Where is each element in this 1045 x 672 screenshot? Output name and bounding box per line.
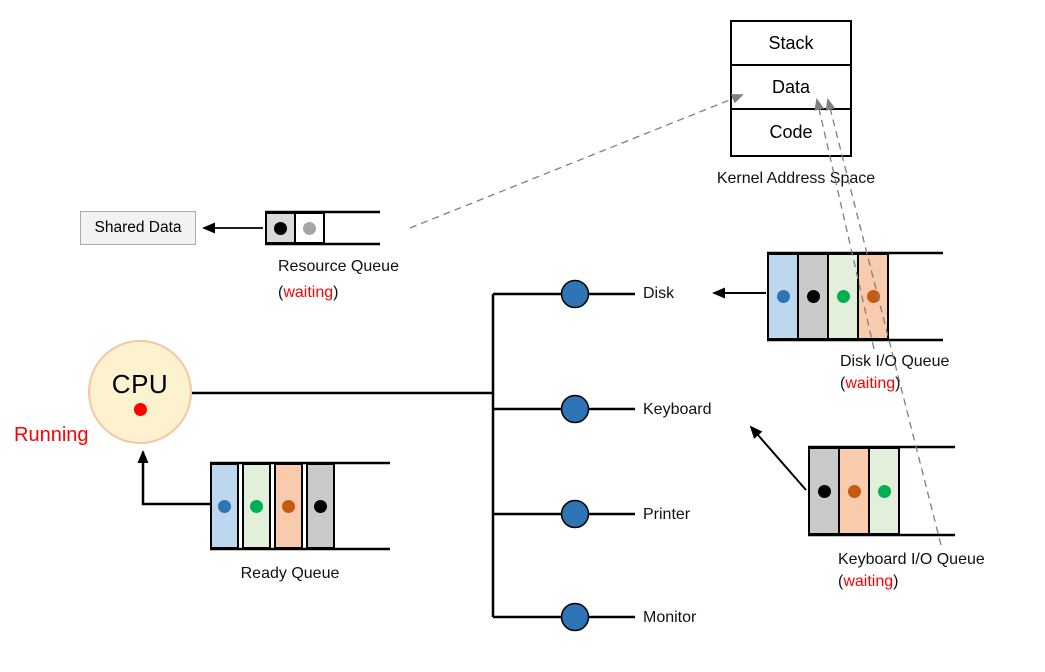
kernel-segment-data: Data bbox=[732, 66, 850, 110]
process-dot bbox=[817, 484, 831, 498]
running-process-dot bbox=[133, 402, 147, 416]
process-dot bbox=[303, 221, 316, 235]
kernel-address-space-label: Kernel Address Space bbox=[716, 170, 876, 187]
device-label-monitor: Monitor bbox=[643, 609, 697, 626]
queue-cell bbox=[857, 253, 889, 340]
queue-cell bbox=[306, 463, 335, 549]
paren-close: ) bbox=[893, 573, 899, 590]
ready-queue-label: Ready Queue bbox=[240, 565, 340, 582]
cpu-label: CPU bbox=[111, 368, 169, 399]
device-label-keyboard: Keyboard bbox=[643, 401, 712, 418]
waiting-text: waiting bbox=[843, 573, 894, 590]
process-dot bbox=[847, 484, 861, 498]
resource-queue-state: (waiting) bbox=[278, 282, 338, 303]
queue-cell bbox=[265, 212, 296, 244]
queue-cell bbox=[838, 447, 870, 535]
queue-cell bbox=[210, 463, 239, 549]
process-dot bbox=[274, 221, 287, 235]
ready-queue bbox=[210, 463, 335, 549]
keyboard-device-node bbox=[560, 394, 590, 424]
queue-cell bbox=[242, 463, 271, 549]
kernel-segment-stack: Stack bbox=[732, 22, 850, 66]
keyboard-io-queue-state: (waiting) bbox=[838, 571, 898, 592]
device-label-disk: Disk bbox=[643, 285, 675, 302]
process-dot bbox=[314, 499, 327, 513]
queue-cell bbox=[827, 253, 859, 340]
queue-cell bbox=[274, 463, 303, 549]
keyboard-io-queue bbox=[808, 447, 900, 535]
resource-queue bbox=[265, 212, 325, 244]
printer-device-node bbox=[560, 499, 590, 529]
running-status-label: Running bbox=[14, 424, 89, 446]
process-dot bbox=[866, 290, 880, 303]
ready-queue-to-cpu-arrow bbox=[137, 450, 210, 506]
disk-io-queue-state: (waiting) bbox=[840, 373, 900, 394]
device-label-printer: Printer bbox=[643, 506, 691, 523]
process-dot bbox=[806, 290, 820, 303]
queue-cell bbox=[294, 212, 325, 244]
kernel-segment-code: Code bbox=[769, 122, 813, 142]
disk-io-queue-label: Disk I/O Queue bbox=[840, 353, 950, 370]
shared-data-box: Shared Data bbox=[80, 211, 196, 245]
waiting-text: waiting bbox=[283, 284, 334, 301]
resource-queue-label: Resource Queue bbox=[278, 258, 399, 275]
queue-cell bbox=[808, 447, 840, 535]
paren-open: ( bbox=[278, 284, 284, 301]
process-dot bbox=[877, 484, 891, 498]
process-dot bbox=[836, 290, 850, 303]
process-dot bbox=[776, 290, 790, 303]
queue-cell bbox=[767, 253, 799, 340]
process-dot bbox=[218, 499, 231, 513]
disk-device-node bbox=[560, 279, 590, 309]
queue-cell bbox=[797, 253, 829, 340]
keyboard-queue-to-keyboard-arrow bbox=[749, 425, 807, 491]
monitor-device-node bbox=[560, 602, 590, 632]
waiting-text: waiting bbox=[845, 375, 896, 392]
paren-close: ) bbox=[895, 375, 901, 392]
process-dot bbox=[282, 499, 295, 513]
process-dot bbox=[250, 499, 263, 513]
keyboard-io-queue-label: Keyboard I/O Queue bbox=[838, 551, 985, 568]
disk-io-queue bbox=[767, 253, 889, 340]
kernel-address-space-box: Stack Data Code bbox=[730, 20, 852, 157]
paren-open: ( bbox=[838, 573, 844, 590]
cpu-circle: CPU bbox=[88, 340, 192, 444]
queue-cell bbox=[868, 447, 900, 535]
resource-queue-to-kernel-data-dashed-arrow bbox=[409, 94, 744, 229]
paren-close: ) bbox=[333, 284, 339, 301]
